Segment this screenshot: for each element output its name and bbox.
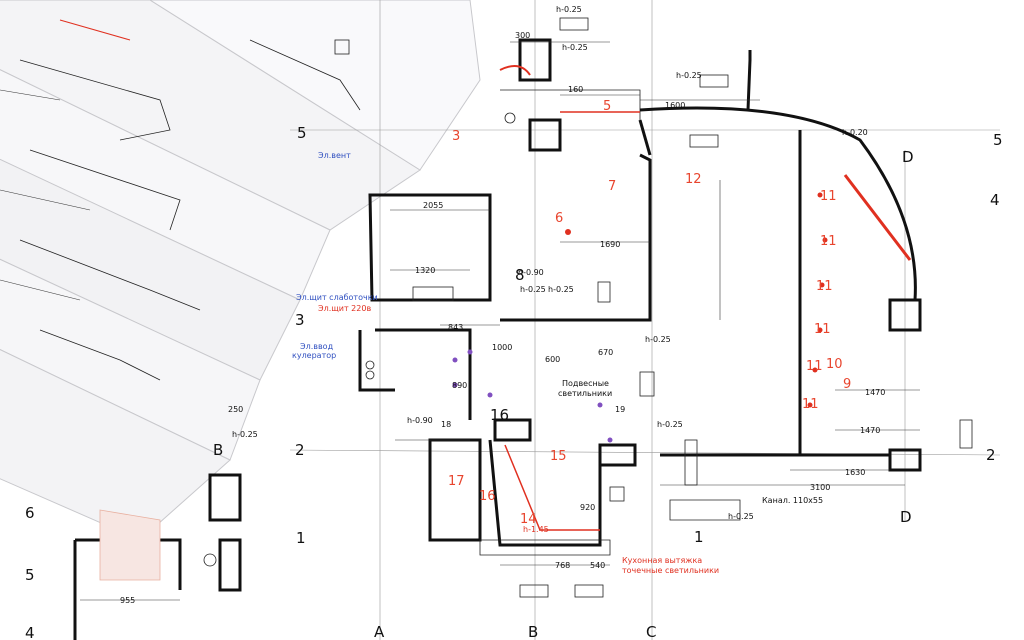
room-number: 12	[685, 172, 702, 187]
axis-number: 4	[25, 624, 35, 640]
dimension-label: 600	[545, 355, 560, 364]
height-label: h-0.25	[657, 420, 683, 429]
height-label: h-0.25	[728, 512, 754, 521]
axis-letter: C	[646, 623, 656, 640]
axis-number: 5	[993, 131, 1003, 149]
dimension-label: 1320	[415, 266, 435, 275]
dimension-label: 160	[568, 85, 583, 94]
room-number: 19	[615, 405, 625, 414]
rolled-sheets	[0, 0, 481, 541]
red-lines	[99, 65, 912, 581]
room-number: 11	[806, 359, 823, 374]
dimension-label: 2055	[423, 201, 443, 210]
dimension-label: 1000	[492, 343, 512, 352]
room-number: 15	[550, 449, 567, 464]
fixtures	[203, 17, 973, 598]
note-el-vvod: Эл.ввод	[300, 342, 334, 351]
dimension-label: 890	[452, 381, 467, 390]
note-kanal: Канал. 110х55	[762, 496, 823, 505]
note-el-shchit-slab: Эл.щит слаботочки	[296, 293, 378, 302]
room-number: 9	[843, 377, 851, 392]
dimension-label: 670	[598, 348, 613, 357]
axis-letter: D	[900, 508, 912, 526]
room-number: 6	[555, 211, 563, 226]
note-tochechnye: точечные светильники	[622, 566, 719, 575]
axis-letter: D	[902, 148, 914, 166]
room-number: 5	[603, 99, 611, 114]
note-rekuperator: кулератор	[292, 351, 336, 360]
height-labels: h-0.25 h-0.25 h-0.25 h-0.90 h-0.25 h-0.2…	[232, 5, 868, 534]
dimension-label: 540	[590, 561, 605, 570]
dimension-label: 1630	[845, 468, 865, 477]
room-number: 11	[820, 234, 837, 249]
axis-number: 5	[297, 124, 307, 142]
height-label: h-0.25	[520, 285, 546, 294]
note-svetilniki: светильники	[558, 389, 612, 398]
axis-number: 2	[295, 441, 305, 459]
axis-number-markers: 5 5 4 3 2 2 1 1 6 5 4	[25, 124, 1003, 640]
room-number: 11	[816, 279, 833, 294]
height-label: h-0.90	[407, 416, 433, 425]
dimension-label: 1470	[865, 388, 885, 397]
room-number: 11	[820, 189, 837, 204]
axis-number: 1	[694, 528, 704, 546]
dimension-label: 1690	[600, 240, 620, 249]
height-label: h-0.20	[842, 128, 868, 137]
room-number: 17	[448, 474, 465, 489]
dimension-lines	[80, 41, 920, 601]
axis-number: 3	[295, 311, 305, 329]
plan-walls	[73, 38, 922, 640]
room-number: 8	[515, 266, 525, 284]
dimension-label: 955	[120, 596, 135, 605]
note-el-vent: Эл.вент	[318, 151, 351, 160]
axis-number: 2	[986, 446, 996, 464]
dimension-labels: 300 160 1600 2055 1320 1690 843 1000 600…	[120, 31, 885, 605]
dimension-label: 250	[228, 405, 243, 414]
height-label: h-0.25	[562, 43, 588, 52]
height-label: h-0.25	[556, 5, 582, 14]
room-number: 16	[479, 489, 496, 504]
room-number: 10	[826, 357, 843, 372]
axis-letter: B	[528, 623, 538, 640]
height-label: h-0.25	[548, 285, 574, 294]
dimension-label: 920	[580, 503, 595, 512]
room-number: 7	[608, 179, 616, 194]
dimension-label: 768	[555, 561, 570, 570]
room-number: 11	[802, 397, 819, 412]
note-kukhonnaya: Кухонная вытяжка	[622, 556, 702, 565]
axis-number: 4	[990, 191, 1000, 209]
height-label: h-0.90	[518, 268, 544, 277]
dimension-label: 3100	[810, 483, 830, 492]
room-number: 11	[814, 322, 831, 337]
dimension-label: 300	[515, 31, 530, 40]
dimension-label: 1470	[860, 426, 880, 435]
room-number: 14	[520, 512, 537, 527]
room-numbers: 3 5 6 7 8 9 10 11 11 11 11 11 11 12 14 1…	[441, 99, 851, 527]
note-podvesnye: Подвесные	[562, 379, 609, 388]
dimension-label: 843	[448, 323, 463, 332]
dimension-label: 1600	[665, 101, 685, 110]
notes: Эл.вент Эл.щит слаботочки Эл.щит 220в Эл…	[292, 151, 823, 575]
axis-letter: B	[213, 441, 223, 459]
room-number: 18	[441, 420, 451, 429]
axis-number: 1	[296, 529, 306, 547]
axis-letter-markers: A B C D D B	[213, 148, 914, 640]
height-label: h-0.25	[676, 71, 702, 80]
height-label: h-1.45	[523, 525, 549, 534]
axis-number: 5	[25, 566, 35, 584]
axis-letter: A	[374, 623, 385, 640]
note-el-shchit-220: Эл.щит 220в	[318, 304, 371, 313]
height-label: h-0.25	[232, 430, 258, 439]
axis-number: 6	[25, 504, 35, 522]
room-number: 16	[490, 406, 509, 424]
room-number: 3	[452, 129, 460, 144]
height-label: h-0.25	[645, 335, 671, 344]
